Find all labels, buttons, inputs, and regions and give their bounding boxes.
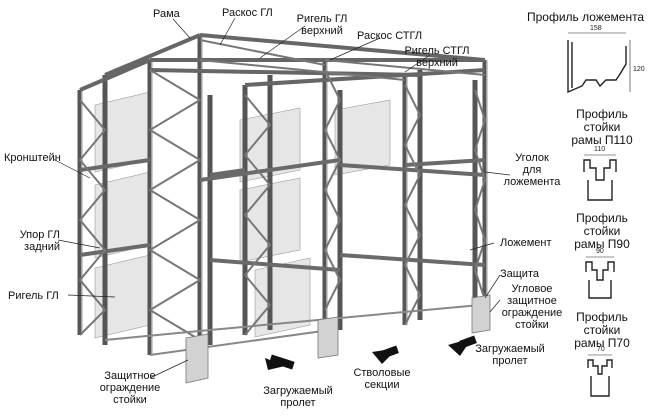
label-gruz-left-line1: Загружаемый	[263, 385, 333, 397]
label-zashch-line1: Защитное	[104, 370, 156, 382]
label-uglovoe: Угловое защитное ограждение стойки	[496, 283, 568, 331]
profile-p110-line1: Профиль	[576, 107, 628, 121]
lozhement-profile	[567, 32, 631, 94]
label-lozhement: Ложемент	[500, 237, 552, 249]
label-zashch-line2: ограждение	[99, 382, 161, 394]
label-zashchita: Защита	[500, 268, 539, 280]
label-ugolok-line2: для	[522, 164, 542, 176]
profile-p110-width: 110	[594, 146, 606, 153]
label-stvol: Стволовые секции	[350, 367, 414, 391]
label-upor-gl: Упор ГЛ задний	[4, 229, 60, 253]
profile-p70-title: Профиль стойки рамы П70	[560, 311, 644, 350]
profile-p70-line1: Профиль	[576, 310, 628, 324]
label-kronshtein: Кронштейн	[4, 152, 61, 164]
label-rigel-gl-top-line1: Ригель ГЛ	[296, 13, 348, 25]
label-stvol-line2: секции	[364, 379, 400, 391]
label-uglovoe-line4: стойки	[515, 319, 549, 331]
label-stvol-line1: Стволовые	[353, 367, 411, 379]
label-ugolok-line3: ложемента	[503, 176, 561, 188]
label-ugolok-line1: Уголок	[515, 152, 549, 164]
profile-p90-line1: Профиль	[576, 211, 628, 225]
label-uglovoe-line1: Угловое	[511, 283, 553, 295]
label-raskos-gl: Раскос ГЛ	[222, 7, 273, 19]
uprights	[77, 35, 488, 355]
profile-p70-line3: рамы П70	[574, 336, 630, 350]
profile-p70-width: 70	[597, 346, 605, 353]
profile-p110-line3: рамы П110	[571, 133, 633, 147]
floor-rails	[104, 304, 481, 356]
label-rigel-gl-top: Ригель ГЛ верхний	[292, 13, 352, 37]
profile-p90-width: 90	[596, 248, 604, 255]
p90-profile	[585, 256, 615, 299]
label-gruz-right-line2: пролет	[492, 355, 528, 367]
label-upor-line2: задний	[24, 241, 60, 253]
label-zashch-stoyki: Защитное ограждение стойки	[94, 370, 166, 406]
label-rigel-stgl-line1: Ригель СТГЛ	[404, 45, 470, 57]
profile-p110-line2: стойки	[583, 120, 621, 134]
p110-profile	[583, 154, 617, 201]
p70-profile	[587, 354, 613, 397]
loading-arrows	[265, 335, 477, 370]
profile-lozhement-height: 120	[633, 66, 645, 73]
profile-p90-line3: рамы П90	[574, 237, 630, 251]
profile-p90-title: Профиль стойки рамы П90	[560, 212, 644, 251]
label-gruz-left: Загружаемый пролет	[262, 385, 334, 409]
label-zashch-line3: стойки	[113, 394, 147, 406]
label-rigel-stgl: Ригель СТГЛ верхний	[398, 45, 476, 69]
profile-p90-line2: стойки	[583, 224, 621, 238]
label-gruz-right-line1: Загружаемый	[475, 343, 545, 355]
label-gruz-right: Загружаемый пролет	[474, 343, 546, 367]
label-rama: Рама	[153, 8, 180, 20]
bracing	[78, 39, 487, 341]
profile-lozhement-title: Профиль ложемента	[527, 10, 645, 24]
profile-p110-title: Профиль стойки рамы П110	[560, 108, 644, 147]
label-rigel-stgl-line2: верхний	[416, 57, 458, 69]
label-rigel-gl-top-line2: верхний	[301, 25, 343, 37]
label-gruz-left-line2: пролет	[280, 397, 316, 409]
profile-p70-line2: стойки	[583, 323, 621, 337]
label-upor-line1: Упор ГЛ	[19, 229, 60, 241]
label-ugolok: Уголок для ложемента	[500, 152, 564, 188]
label-uglovoe-line2: защитное	[507, 295, 557, 307]
upright-guards	[185, 294, 491, 384]
label-raskos-stgl: Раскос СТГЛ	[357, 30, 423, 42]
profile-lozhement-width: 158	[590, 25, 602, 32]
level-beams	[79, 158, 486, 272]
label-uglovoe-line3: ограждение	[501, 307, 563, 319]
leader-lines	[52, 17, 511, 379]
label-rigel-gl: Ригель ГЛ	[8, 290, 59, 302]
